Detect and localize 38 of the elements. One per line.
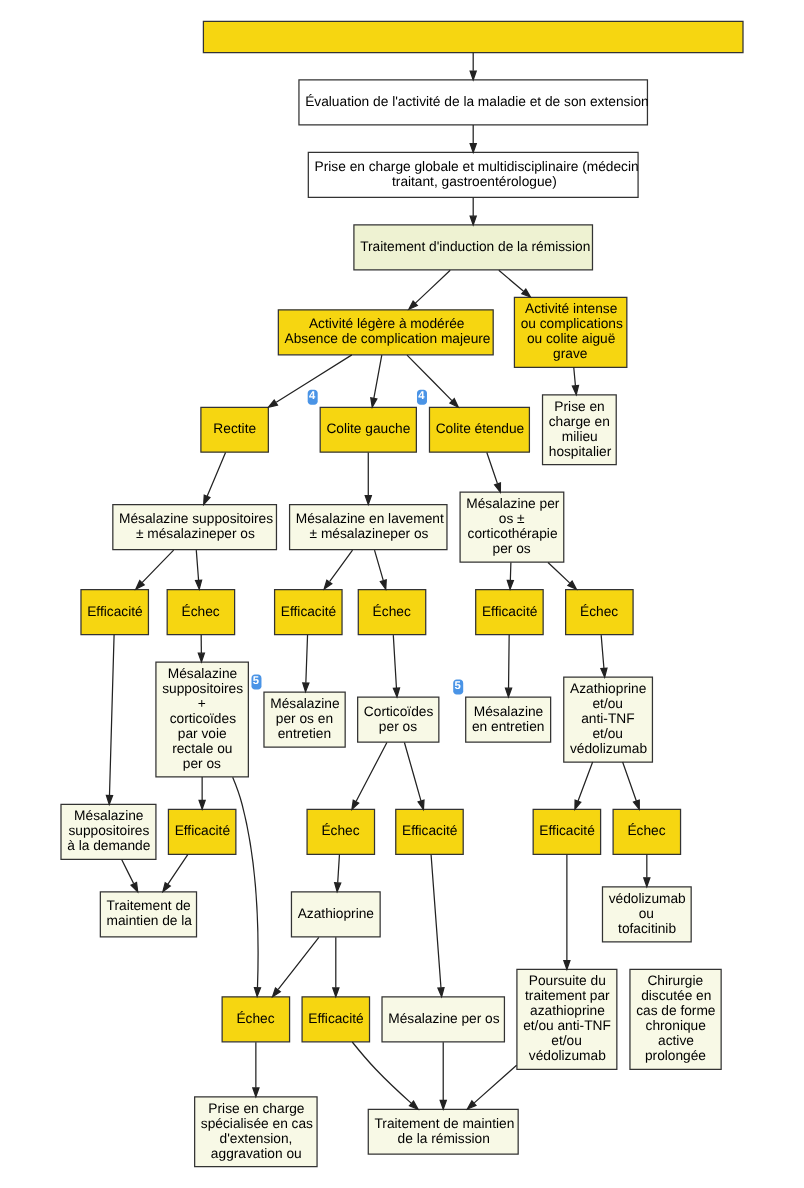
arrow — [134, 549, 175, 591]
arrow — [323, 549, 354, 591]
arrow — [373, 549, 387, 591]
arrow — [333, 854, 342, 894]
arrow — [194, 549, 203, 591]
arrow — [574, 761, 594, 812]
arrow — [392, 634, 401, 699]
arrow — [465, 1064, 518, 1111]
arrow — [407, 269, 451, 311]
arrow — [439, 1041, 448, 1112]
arrow — [469, 124, 478, 155]
arrow — [486, 451, 502, 494]
arrow — [331, 936, 340, 999]
arrow — [430, 854, 445, 999]
arrow — [161, 854, 189, 894]
arrow — [271, 936, 320, 999]
arrow — [642, 854, 651, 889]
arrow — [121, 859, 139, 894]
arrow — [403, 741, 425, 812]
arrow — [301, 634, 310, 694]
arrow — [498, 269, 532, 299]
arrow — [351, 1041, 420, 1111]
arrow — [504, 634, 513, 699]
arrow — [105, 633, 115, 807]
arrow — [469, 196, 478, 227]
arrow — [251, 1041, 260, 1099]
arrow — [370, 354, 383, 409]
arrow — [547, 561, 578, 591]
arrow — [202, 451, 227, 507]
arrow — [351, 741, 388, 812]
arrow — [622, 761, 640, 812]
arrow — [198, 776, 207, 811]
arrow — [599, 634, 608, 679]
arrow — [571, 366, 580, 397]
arrow — [364, 451, 373, 507]
node-box — [202, 20, 744, 54]
arrow — [562, 854, 571, 972]
arrow — [232, 776, 262, 999]
